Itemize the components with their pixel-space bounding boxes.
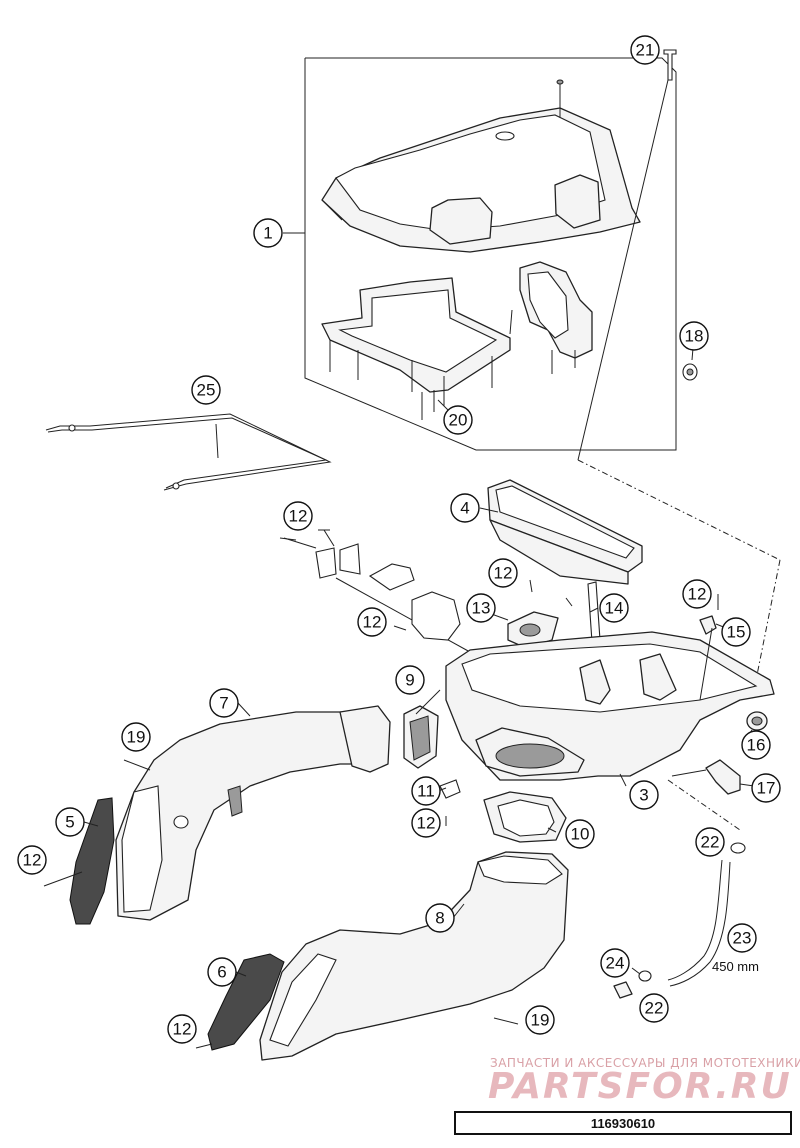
intake-duct-right	[259, 851, 569, 1061]
svg-text:10: 10	[571, 825, 590, 844]
hose-length-label: 450 mm	[712, 959, 759, 974]
callout-4: 4	[450, 493, 480, 523]
svg-text:1: 1	[263, 224, 272, 243]
airbox-body	[445, 631, 775, 781]
callout-15: 15	[721, 617, 751, 647]
callout-12e: 12	[411, 808, 441, 838]
svg-text:21: 21	[636, 41, 655, 60]
drain-elbow	[667, 759, 741, 831]
cover-inner-frame	[321, 277, 511, 420]
callout-19b: 19	[525, 1005, 555, 1035]
screw-set-12	[279, 529, 719, 631]
svg-text:7: 7	[219, 694, 228, 713]
callout-12f: 12	[17, 845, 47, 875]
callout-7: 7	[209, 688, 239, 718]
svg-text:8: 8	[435, 909, 444, 928]
drain-plug	[613, 981, 633, 999]
callout-12b: 12	[488, 558, 518, 588]
bolt-21	[663, 49, 677, 81]
callout-23: 23	[727, 923, 757, 953]
callout-12c: 12	[357, 607, 387, 637]
intake-duct-left	[115, 705, 391, 921]
svg-text:5: 5	[65, 813, 74, 832]
callout-20: 20	[443, 405, 473, 435]
intake-seal	[483, 791, 567, 843]
callout-12g: 12	[167, 1014, 197, 1044]
watermark-logo: PARTSFOR.RU	[488, 1066, 792, 1107]
fitting-11	[439, 779, 461, 799]
svg-text:9: 9	[405, 671, 414, 690]
mounting-bracket	[283, 529, 471, 653]
hose-clamp-22-lower	[638, 970, 652, 982]
callout-9: 9	[395, 665, 425, 695]
sensor-plate	[411, 591, 559, 649]
callout-22a: 22	[695, 827, 725, 857]
intake-grille-right	[207, 953, 285, 1051]
wire-25	[45, 413, 332, 491]
svg-text:14: 14	[605, 599, 624, 618]
svg-text:25: 25	[197, 381, 216, 400]
svg-text:22: 22	[701, 833, 720, 852]
svg-text:12: 12	[688, 585, 707, 604]
grommet-15	[699, 615, 717, 635]
svg-text:12: 12	[417, 814, 436, 833]
callout-6: 6	[207, 957, 237, 987]
svg-text:24: 24	[606, 954, 625, 973]
clip-18	[682, 363, 698, 381]
watermark-tagline: ЗАПЧАСТИ И АКСЕССУАРЫ ДЛЯ МОТОТЕХНИКИ	[490, 1056, 800, 1070]
callout-13: 13	[466, 593, 496, 623]
grommet-16	[746, 711, 768, 731]
svg-text:19: 19	[127, 728, 146, 747]
intake-bellows	[403, 705, 439, 769]
svg-text:12: 12	[23, 851, 42, 870]
svg-text:12: 12	[494, 564, 513, 583]
svg-text:12: 12	[363, 613, 382, 632]
svg-text:15: 15	[727, 623, 746, 642]
svg-text:6: 6	[217, 963, 226, 982]
svg-text:11: 11	[417, 782, 435, 801]
filter-holder-strip	[587, 581, 601, 643]
svg-text:20: 20	[449, 411, 468, 430]
svg-text:3: 3	[639, 786, 648, 805]
drain-hose	[667, 859, 731, 987]
svg-text:22: 22	[645, 999, 664, 1018]
svg-text:16: 16	[747, 736, 766, 755]
callout-8: 8	[425, 903, 455, 933]
callout-11: 11	[411, 776, 441, 806]
callout-21: 21	[630, 35, 660, 65]
callout-19a: 19	[121, 722, 151, 752]
cover-assembly-frame	[304, 57, 677, 451]
callout-12a: 12	[283, 501, 313, 531]
svg-text:12: 12	[289, 507, 308, 526]
callout-24: 24	[600, 948, 630, 978]
svg-text:18: 18	[685, 327, 704, 346]
screw-19	[123, 759, 519, 1025]
callout-17: 17	[751, 773, 781, 803]
callout-14: 14	[599, 593, 629, 623]
callout-18: 18	[679, 321, 709, 351]
svg-text:13: 13	[472, 599, 491, 618]
cover-side-panel	[509, 261, 593, 374]
callout-22b: 22	[639, 993, 669, 1023]
svg-text:17: 17	[757, 779, 776, 798]
svg-text:23: 23	[733, 929, 752, 948]
callout-16: 16	[741, 730, 771, 760]
svg-text:19: 19	[531, 1011, 550, 1030]
callout-10: 10	[565, 819, 595, 849]
callout-5: 5	[55, 807, 85, 837]
air-filter	[487, 479, 643, 585]
callout-3: 3	[629, 780, 659, 810]
svg-text:4: 4	[460, 499, 469, 518]
reference-number: 116930610	[590, 1115, 656, 1131]
callout-1: 1	[253, 218, 283, 248]
reference-box: 116930610	[454, 1111, 792, 1135]
airbox-cover	[321, 79, 641, 253]
callout-12d: 12	[682, 579, 712, 609]
hose-clamp-22	[730, 842, 746, 854]
callout-25: 25	[191, 375, 221, 405]
svg-text:12: 12	[173, 1020, 192, 1039]
